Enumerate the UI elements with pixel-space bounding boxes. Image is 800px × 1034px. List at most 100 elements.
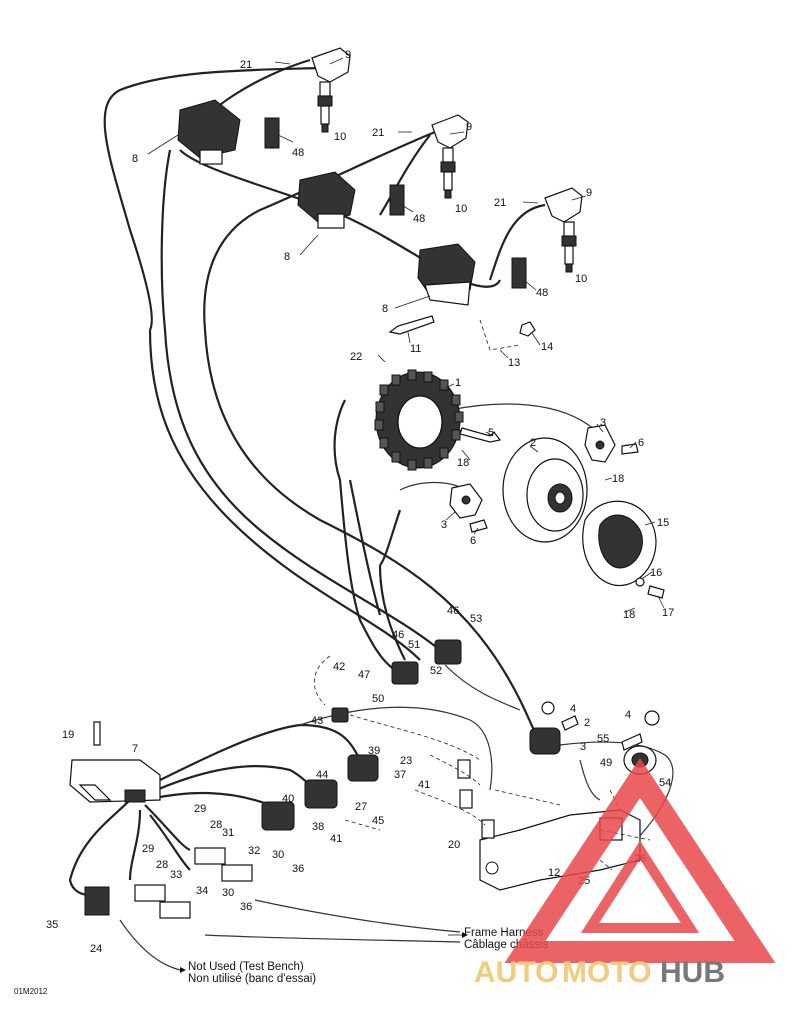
drawing-code: 01M2012 (14, 987, 48, 996)
callout-10: 10 (455, 203, 467, 215)
terminal-housings (84, 847, 253, 919)
callout-10: 10 (334, 131, 346, 143)
callout-10: 10 (575, 273, 587, 285)
cover-15 (582, 500, 657, 587)
callout-46: 46 (447, 605, 459, 617)
pin-55 (621, 733, 643, 751)
screw-17 (647, 585, 665, 599)
callout-32: 32 (248, 845, 260, 857)
callout-3: 3 (580, 741, 586, 753)
callout-5: 5 (488, 427, 494, 439)
sensor-3-right (584, 424, 616, 463)
callout-3: 3 (441, 519, 447, 531)
callout-53: 53 (470, 613, 482, 625)
callout-20: 20 (448, 839, 460, 851)
callout-44: 44 (316, 769, 328, 781)
washer-4-right (644, 710, 660, 726)
callout-18: 18 (457, 457, 469, 469)
ignition-coil-3 (417, 243, 476, 306)
screw-19 (93, 721, 101, 746)
callout-52: 52 (430, 665, 442, 677)
callout-46: 46 (392, 629, 404, 641)
note-not-used-fr: Non utilisé (banc d'essai) (188, 973, 316, 985)
callout-33: 33 (170, 869, 182, 881)
callout-8: 8 (382, 303, 388, 315)
watermark-text-moto: MOTO (562, 956, 651, 989)
callout-28: 28 (156, 859, 168, 871)
callout-41: 41 (330, 833, 342, 845)
callout-37: 37 (394, 769, 406, 781)
connector-44 (304, 779, 338, 809)
callout-2: 2 (530, 437, 536, 449)
screw-6-left (469, 519, 488, 533)
callout-48: 48 (413, 213, 425, 225)
screw-6-right (621, 443, 639, 455)
callout-22: 22 (350, 351, 362, 363)
callout-39: 39 (368, 745, 380, 757)
callout-24: 24 (90, 943, 102, 955)
ignition-coil-1 (177, 99, 241, 165)
callout-29: 29 (194, 803, 206, 815)
callout-38: 38 (312, 821, 324, 833)
callout-19: 19 (62, 729, 74, 741)
callout-42: 42 (333, 661, 345, 673)
harness-wires (103, 58, 596, 741)
frame-harness-wires (68, 664, 674, 971)
callout-1: 1 (455, 377, 461, 389)
callout-18: 18 (623, 609, 635, 621)
rotor-flywheel (502, 437, 588, 543)
callout-8: 8 (132, 153, 138, 165)
connectors-52-50 (391, 639, 462, 685)
watermark-text-auto: AUTO (474, 956, 558, 989)
watermark-inner-triangle (580, 840, 700, 933)
callout-29: 29 (142, 843, 154, 855)
callout-45: 45 (372, 815, 384, 827)
callout-12: 12 (548, 867, 560, 879)
callout-11: 11 (410, 343, 421, 355)
callout-9: 9 (345, 49, 351, 61)
note-not-used-en: Not Used (Test Bench) (188, 961, 304, 973)
callout-14: 14 (541, 341, 553, 353)
screw-11 (388, 315, 435, 335)
callout-9: 9 (466, 121, 472, 133)
spark-plug-cap-top (311, 47, 351, 133)
callout-4: 4 (625, 709, 631, 721)
callout-3: 3 (600, 417, 606, 429)
callout-51: 51 (408, 639, 420, 651)
washer-4-left (541, 701, 555, 715)
callout-28: 28 (210, 819, 222, 831)
callout-50: 50 (372, 693, 384, 705)
callout-21: 21 (494, 197, 506, 209)
terminal-strips (457, 759, 495, 839)
watermark-triangle (504, 758, 776, 963)
callout-2: 2 (584, 717, 590, 729)
callout-34: 34 (196, 885, 208, 897)
callout-9: 9 (586, 187, 592, 199)
leader-lines (147, 57, 665, 613)
nut-14 (519, 321, 536, 337)
callout-6: 6 (470, 535, 476, 547)
callout-30: 30 (272, 849, 284, 861)
callout-23: 23 (400, 755, 412, 767)
washer-16 (635, 577, 645, 587)
callout-21: 21 (372, 127, 384, 139)
ignition-coil-2 (297, 171, 356, 229)
voltage-regulator (69, 759, 161, 803)
callout-8: 8 (284, 251, 290, 263)
callout-55: 55 (597, 733, 609, 745)
spark-plug-cap-middle (431, 114, 469, 199)
watermark-logo: AUTO MOTO HUB (474, 758, 776, 989)
callout-31: 31 (222, 827, 234, 839)
callout-13: 13 (508, 357, 520, 369)
stator (374, 369, 464, 471)
connector-39 (347, 754, 379, 782)
screw-5 (459, 427, 502, 443)
connector-43 (331, 707, 349, 723)
callout-15: 15 (657, 517, 669, 529)
callout-30: 30 (222, 887, 234, 899)
boots (264, 117, 527, 289)
spark-plug-cap-bottom (544, 187, 583, 273)
callout-17: 17 (662, 607, 674, 619)
callout-47: 47 (358, 669, 370, 681)
